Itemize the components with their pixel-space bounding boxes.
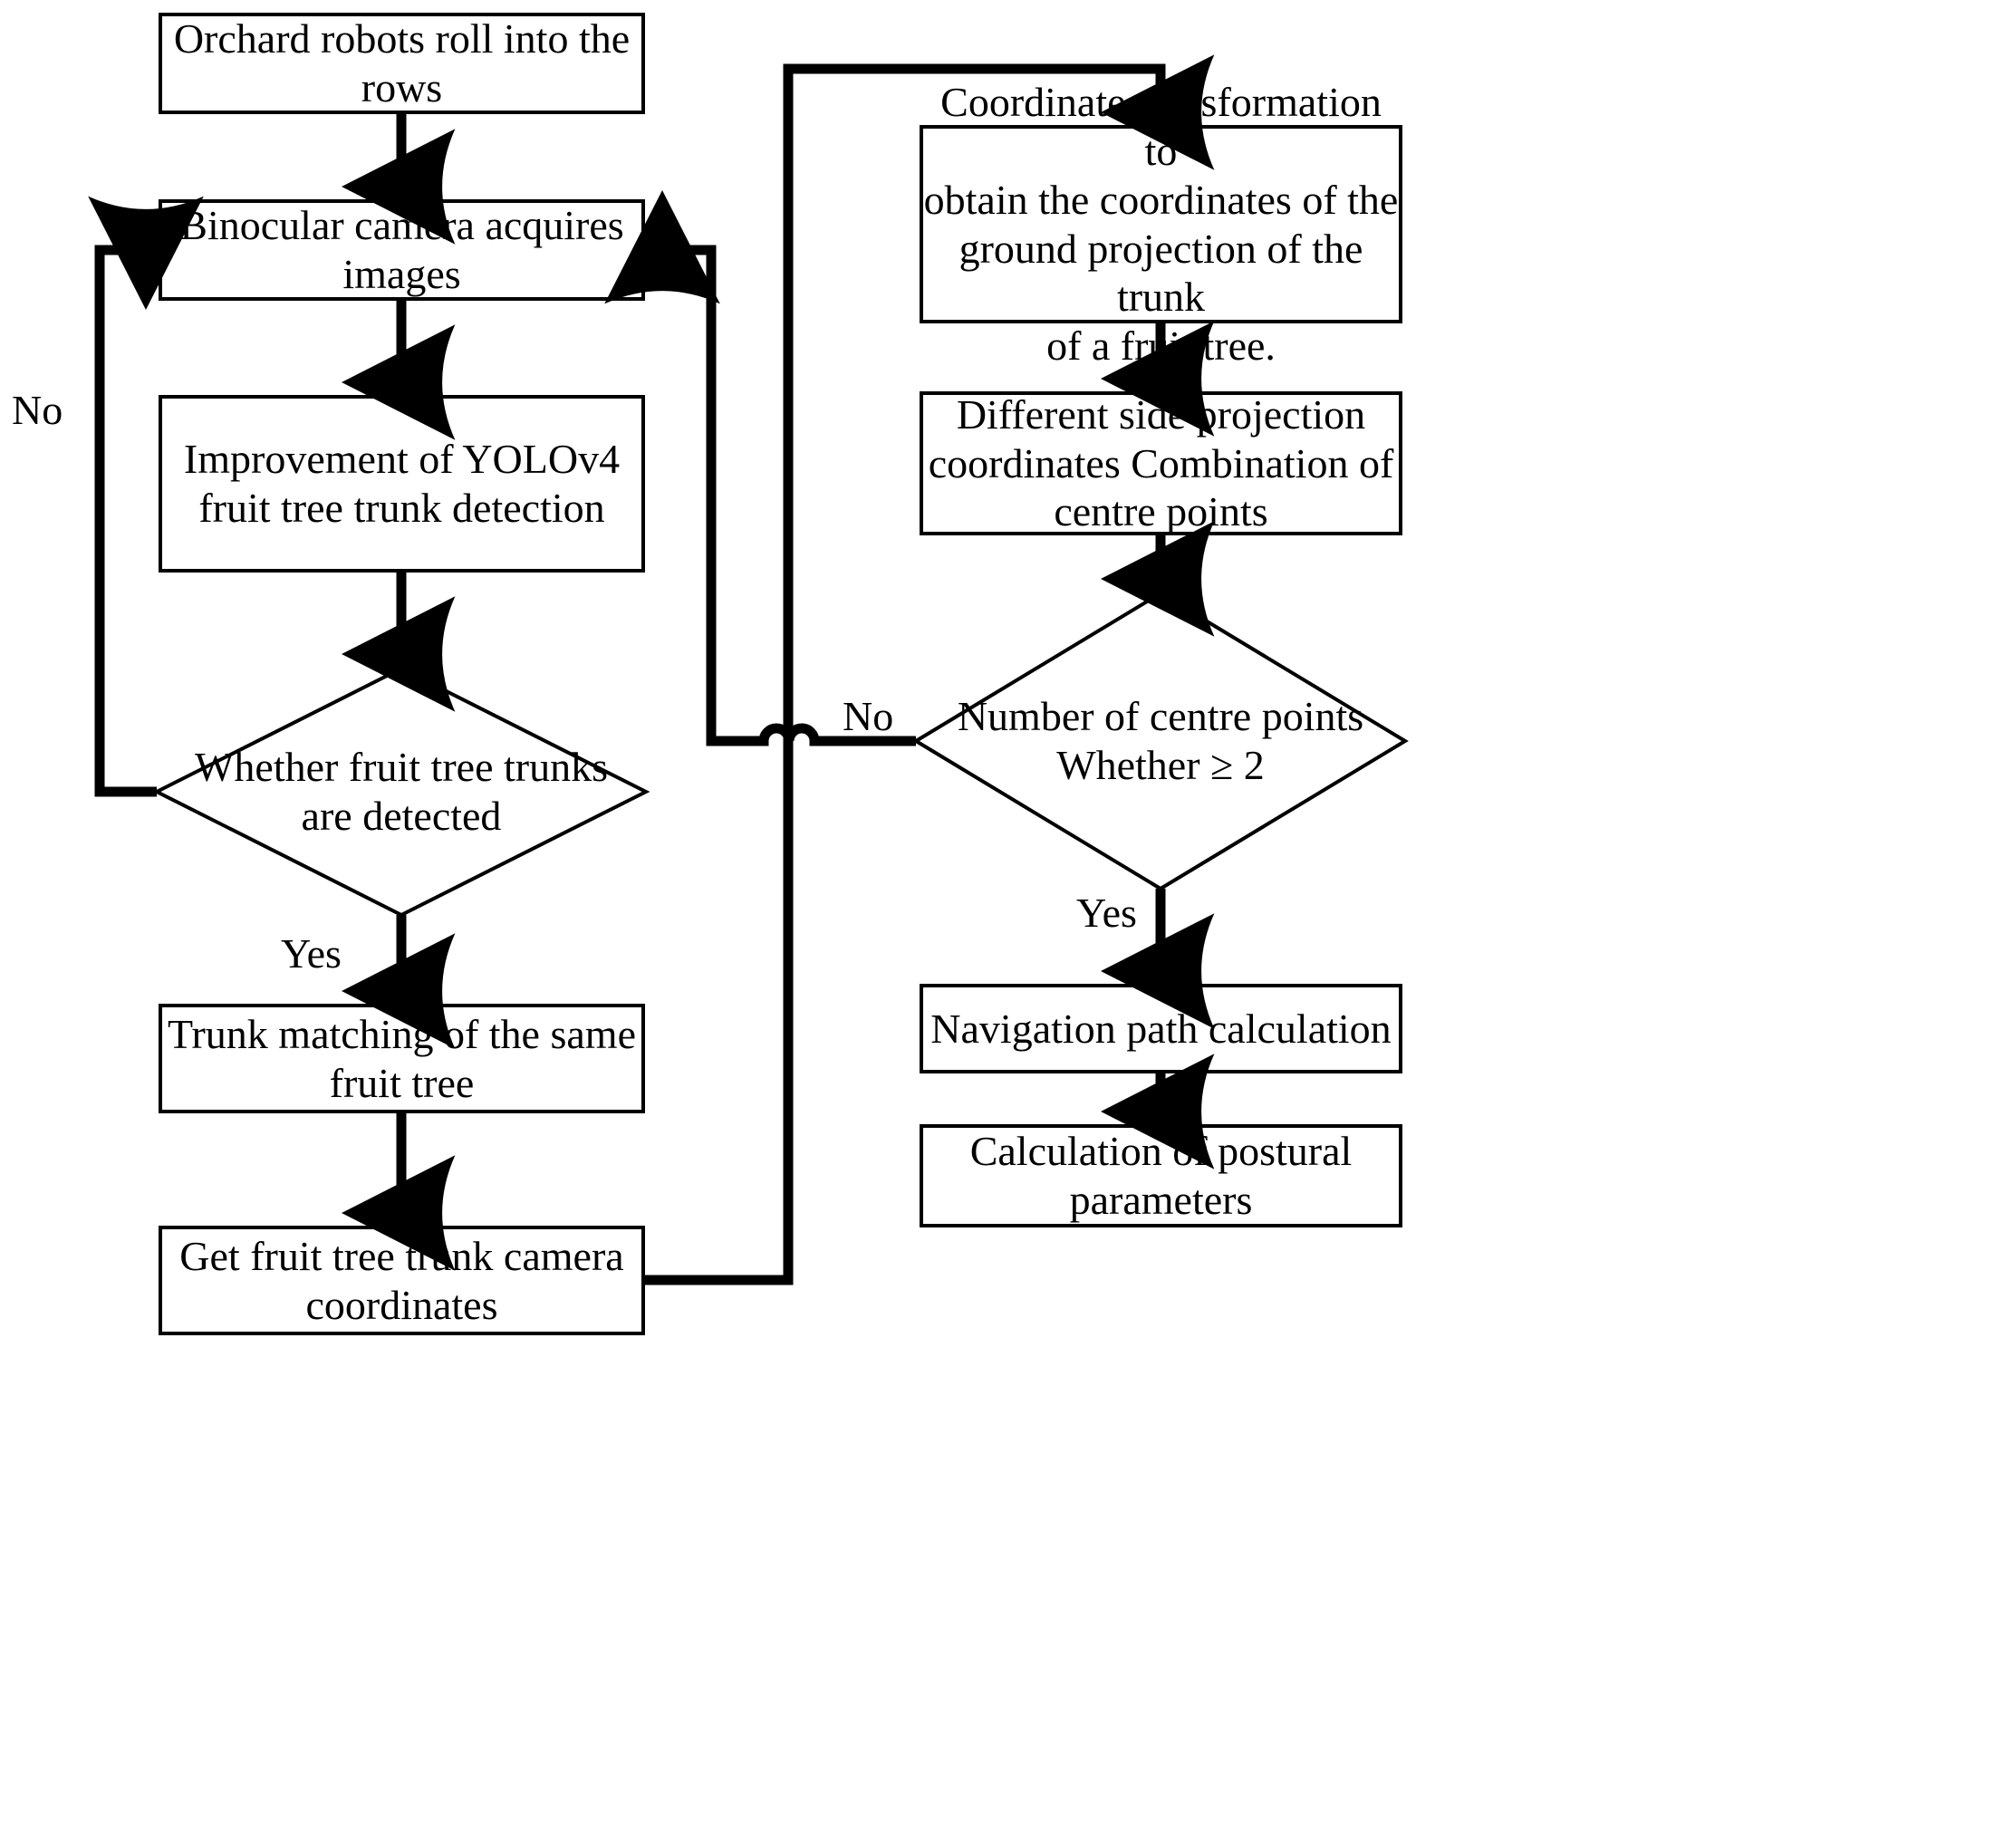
edge-label-no-left: No	[12, 387, 63, 433]
edge-centre-no-hop	[604, 190, 916, 746]
node-centre-count-shape[interactable]	[912, 591, 1409, 891]
node-coord-transform-shape[interactable]	[920, 125, 1402, 323]
node-side-projection-shape[interactable]	[920, 391, 1402, 535]
edge-coords-to-transform	[643, 54, 1215, 1285]
node-nav-path-shape[interactable]	[920, 984, 1402, 1073]
edge-label-yes-right: Yes	[1076, 890, 1137, 936]
edge-label-no-right: No	[843, 693, 894, 739]
node-acquire-shape[interactable]	[159, 199, 645, 301]
node-trunk-match-shape[interactable]	[159, 1004, 645, 1113]
edge-decision-no-loop	[88, 196, 204, 797]
node-camera-coords-shape[interactable]	[159, 1226, 645, 1335]
node-postural-shape[interactable]	[920, 1124, 1402, 1227]
node-yolo-shape[interactable]	[159, 395, 645, 573]
node-trunk-detected-shape[interactable]	[152, 666, 650, 918]
connector-lines	[88, 54, 1215, 1285]
node-shapes	[152, 13, 1409, 1335]
node-start-shape[interactable]	[159, 13, 645, 114]
edge-label-yes-left: Yes	[281, 930, 342, 977]
